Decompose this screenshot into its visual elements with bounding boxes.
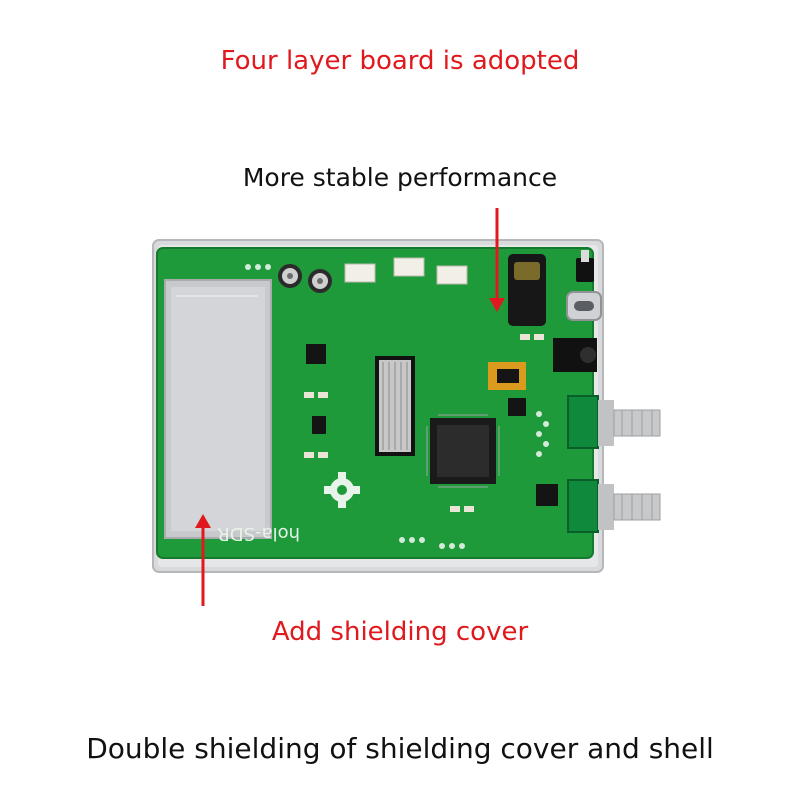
ic-2 [536, 484, 558, 506]
capacitor-right [308, 269, 332, 293]
power-inductor [508, 254, 546, 326]
connector-1 [344, 263, 376, 283]
capacitor-left [278, 264, 302, 288]
connector-2 [393, 257, 425, 277]
caption-double-shielding: Double shielding of shielding cover and … [86, 732, 714, 765]
main-processor-chip [426, 414, 500, 488]
encoder-top [567, 395, 661, 449]
silkscreen-brand: hola-SDR [217, 523, 300, 544]
smd-parts [304, 334, 544, 512]
pcb-vias [245, 264, 549, 549]
arrow-to-shield [195, 514, 211, 606]
caption-four-layer: Four layer board is adopted [220, 46, 580, 76]
power-switch [576, 258, 594, 282]
caption-shielding-cover: Add shielding cover [271, 617, 529, 647]
connector-3 [436, 265, 468, 285]
encoder-bottom [567, 479, 661, 533]
ic-4 [312, 416, 326, 434]
ic-3 [508, 398, 526, 416]
caption-stable-performance: More stable performance [242, 163, 558, 192]
arrow-to-four-layer [489, 208, 505, 312]
ic-1 [306, 344, 326, 364]
